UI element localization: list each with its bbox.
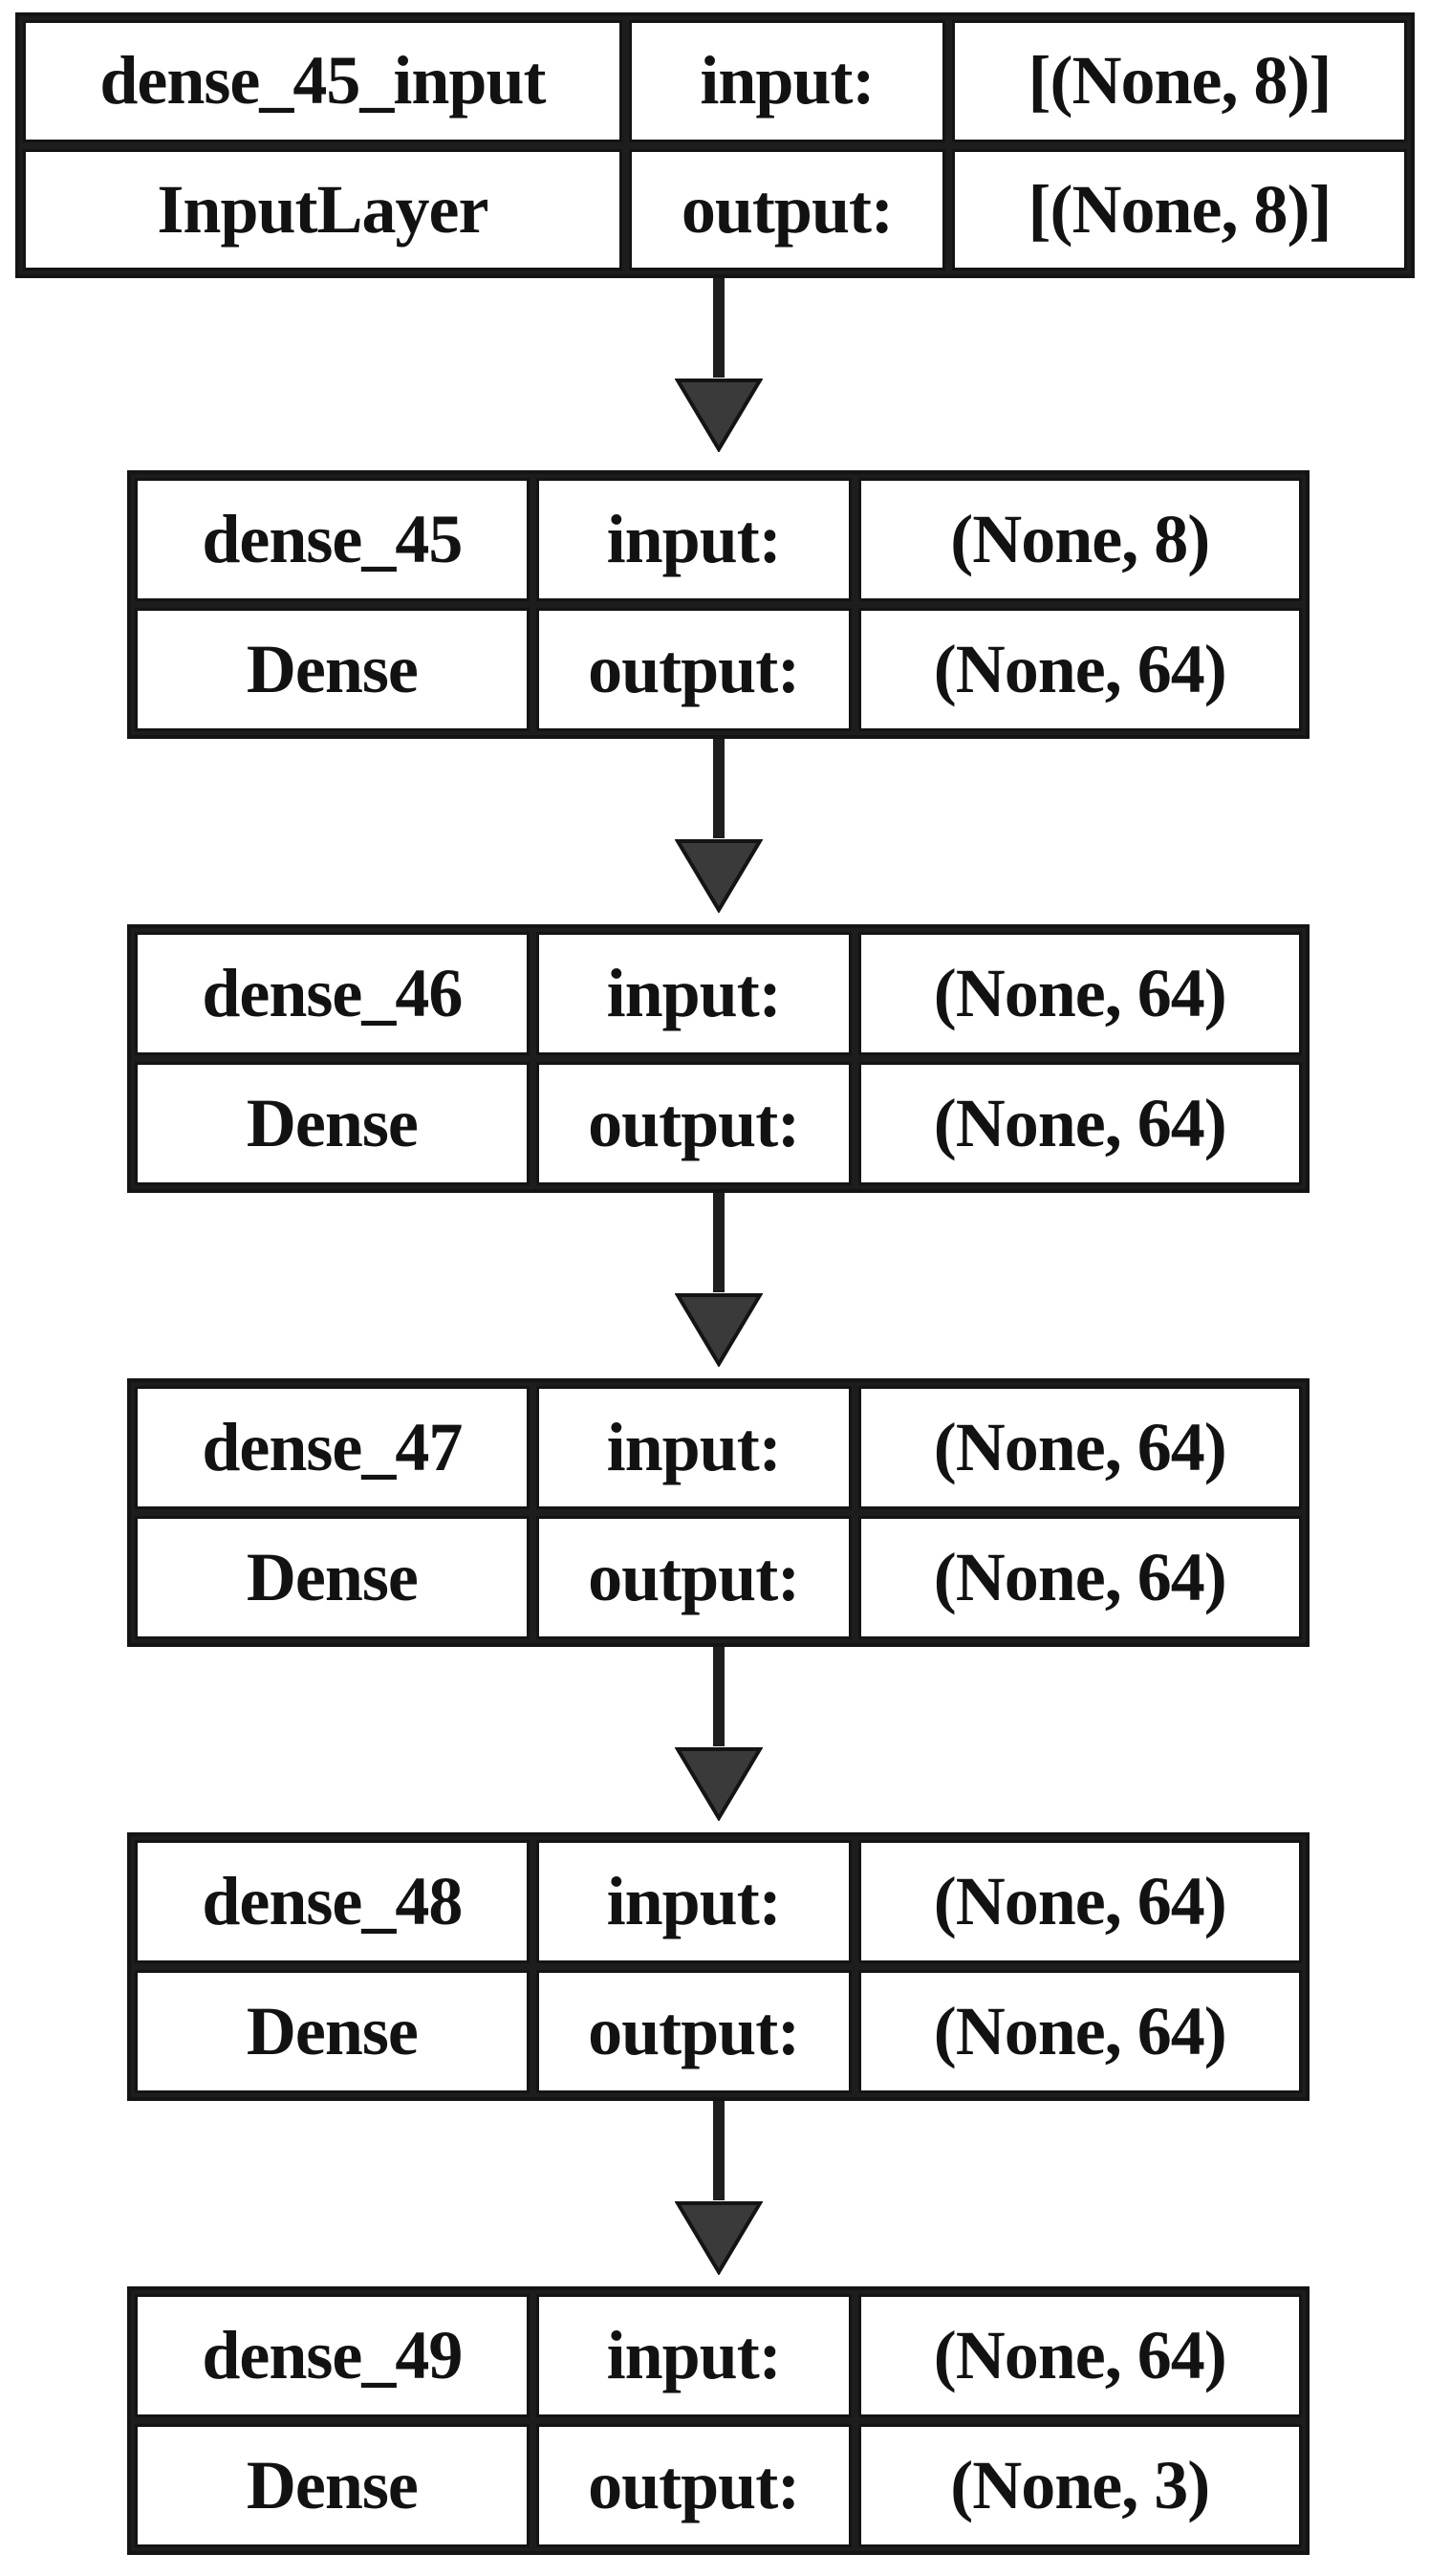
arrow-stem	[713, 739, 725, 838]
layer-node: dense_49 input: (None, 64) Dense output:…	[127, 2286, 1310, 2555]
output-label-cell: output:	[535, 1970, 852, 2093]
layer-name: dense_47	[202, 1409, 463, 1485]
layer-name: dense_48	[202, 1863, 463, 1939]
output-label: output:	[681, 170, 894, 248]
output-label: output:	[588, 1085, 800, 1161]
input-shape-cell: [(None, 8)]	[951, 20, 1407, 142]
layer-name-cell: dense_47	[135, 1386, 530, 1509]
input-shape: (None, 64)	[933, 1863, 1227, 1939]
layer-name-cell: dense_45	[135, 478, 530, 601]
output-shape-cell: [(None, 8)]	[951, 148, 1407, 271]
input-shape: (None, 64)	[933, 2317, 1227, 2393]
layer-type: Dense	[246, 1993, 419, 2069]
layer-type: Dense	[246, 631, 419, 707]
output-label: output:	[588, 2447, 800, 2523]
output-shape: (None, 64)	[933, 1085, 1227, 1161]
input-shape-cell: (None, 8)	[857, 478, 1302, 601]
input-label-cell: input:	[535, 1386, 852, 1509]
input-shape-cell: (None, 64)	[857, 1840, 1302, 1963]
layer-type: Dense	[246, 1085, 419, 1161]
layer-type: Dense	[246, 2447, 419, 2523]
input-label-cell: input:	[535, 932, 852, 1055]
output-shape: (None, 64)	[933, 1993, 1227, 2069]
input-label: input:	[606, 501, 782, 577]
input-label: input:	[606, 955, 782, 1031]
output-shape-cell: (None, 64)	[857, 1970, 1302, 2093]
layer-type: InputLayer	[157, 170, 488, 248]
layer-type-cell: Dense	[135, 1970, 530, 2093]
flow-arrow	[675, 278, 763, 452]
output-shape: (None, 64)	[933, 1539, 1227, 1615]
input-label: input:	[606, 1409, 782, 1485]
arrow-stem	[713, 1193, 725, 1292]
layer-type-cell: Dense	[135, 2424, 530, 2547]
arrowhead-icon	[675, 1293, 763, 1367]
input-shape-cell: (None, 64)	[857, 932, 1302, 1055]
output-label-cell: output:	[535, 608, 852, 731]
input-shape: (None, 64)	[933, 955, 1227, 1031]
layer-type: Dense	[246, 1539, 419, 1615]
flow-arrow	[675, 2101, 763, 2275]
output-shape: (None, 64)	[933, 631, 1227, 707]
arrow-stem	[713, 278, 725, 378]
flow-arrow	[675, 1193, 763, 1367]
arrowhead-icon	[675, 379, 763, 452]
output-label-cell: output:	[535, 1516, 852, 1639]
output-shape-cell: (None, 64)	[857, 1516, 1302, 1639]
output-shape: [(None, 8)]	[1028, 170, 1332, 248]
flow-arrow	[675, 739, 763, 913]
arrowhead-icon	[675, 839, 763, 913]
layer-type-cell: Dense	[135, 1062, 530, 1185]
input-label: input:	[606, 2317, 782, 2393]
layer-name: dense_46	[202, 955, 463, 1031]
input-shape-cell: (None, 64)	[857, 2294, 1302, 2417]
flow-arrow	[675, 1647, 763, 1821]
input-shape-cell: (None, 64)	[857, 1386, 1302, 1509]
output-label-cell: output:	[535, 2424, 852, 2547]
layer-name-cell: dense_49	[135, 2294, 530, 2417]
output-shape: (None, 3)	[950, 2447, 1210, 2523]
output-shape-cell: (None, 64)	[857, 1062, 1302, 1185]
layer-name-cell: dense_46	[135, 932, 530, 1055]
input-label: input:	[606, 1863, 782, 1939]
output-label: output:	[588, 631, 800, 707]
layer-name-cell: dense_45_input	[23, 20, 622, 142]
layer-node: dense_47 input: (None, 64) Dense output:…	[127, 1378, 1310, 1647]
arrow-stem	[713, 1647, 725, 1746]
input-label-cell: input:	[535, 478, 852, 601]
input-label-cell: input:	[535, 1840, 852, 1963]
input-label-cell: input:	[535, 2294, 852, 2417]
layer-node: dense_46 input: (None, 64) Dense output:…	[127, 924, 1310, 1193]
arrowhead-icon	[675, 1747, 763, 1821]
input-shape: (None, 8)	[950, 501, 1210, 577]
layer-name: dense_45_input	[99, 42, 546, 119]
layer-node: dense_45_input input: [(None, 8)] InputL…	[15, 12, 1415, 278]
layer-name: dense_49	[202, 2317, 463, 2393]
input-label: input:	[700, 42, 875, 119]
output-label-cell: output:	[535, 1062, 852, 1185]
output-label: output:	[588, 1539, 800, 1615]
layer-type-cell: InputLayer	[23, 148, 622, 271]
layer-type-cell: Dense	[135, 608, 530, 731]
layer-type-cell: Dense	[135, 1516, 530, 1639]
layer-node: dense_48 input: (None, 64) Dense output:…	[127, 1832, 1310, 2101]
output-label: output:	[588, 1993, 800, 2069]
input-shape: (None, 64)	[933, 1409, 1227, 1485]
output-label-cell: output:	[628, 148, 945, 271]
layer-name-cell: dense_48	[135, 1840, 530, 1963]
input-shape: [(None, 8)]	[1028, 42, 1332, 119]
input-label-cell: input:	[628, 20, 945, 142]
layer-name: dense_45	[202, 501, 463, 577]
output-shape-cell: (None, 3)	[857, 2424, 1302, 2547]
layer-node: dense_45 input: (None, 8) Dense output: …	[127, 470, 1310, 739]
arrowhead-icon	[675, 2201, 763, 2275]
output-shape-cell: (None, 64)	[857, 608, 1302, 731]
arrow-stem	[713, 2101, 725, 2200]
